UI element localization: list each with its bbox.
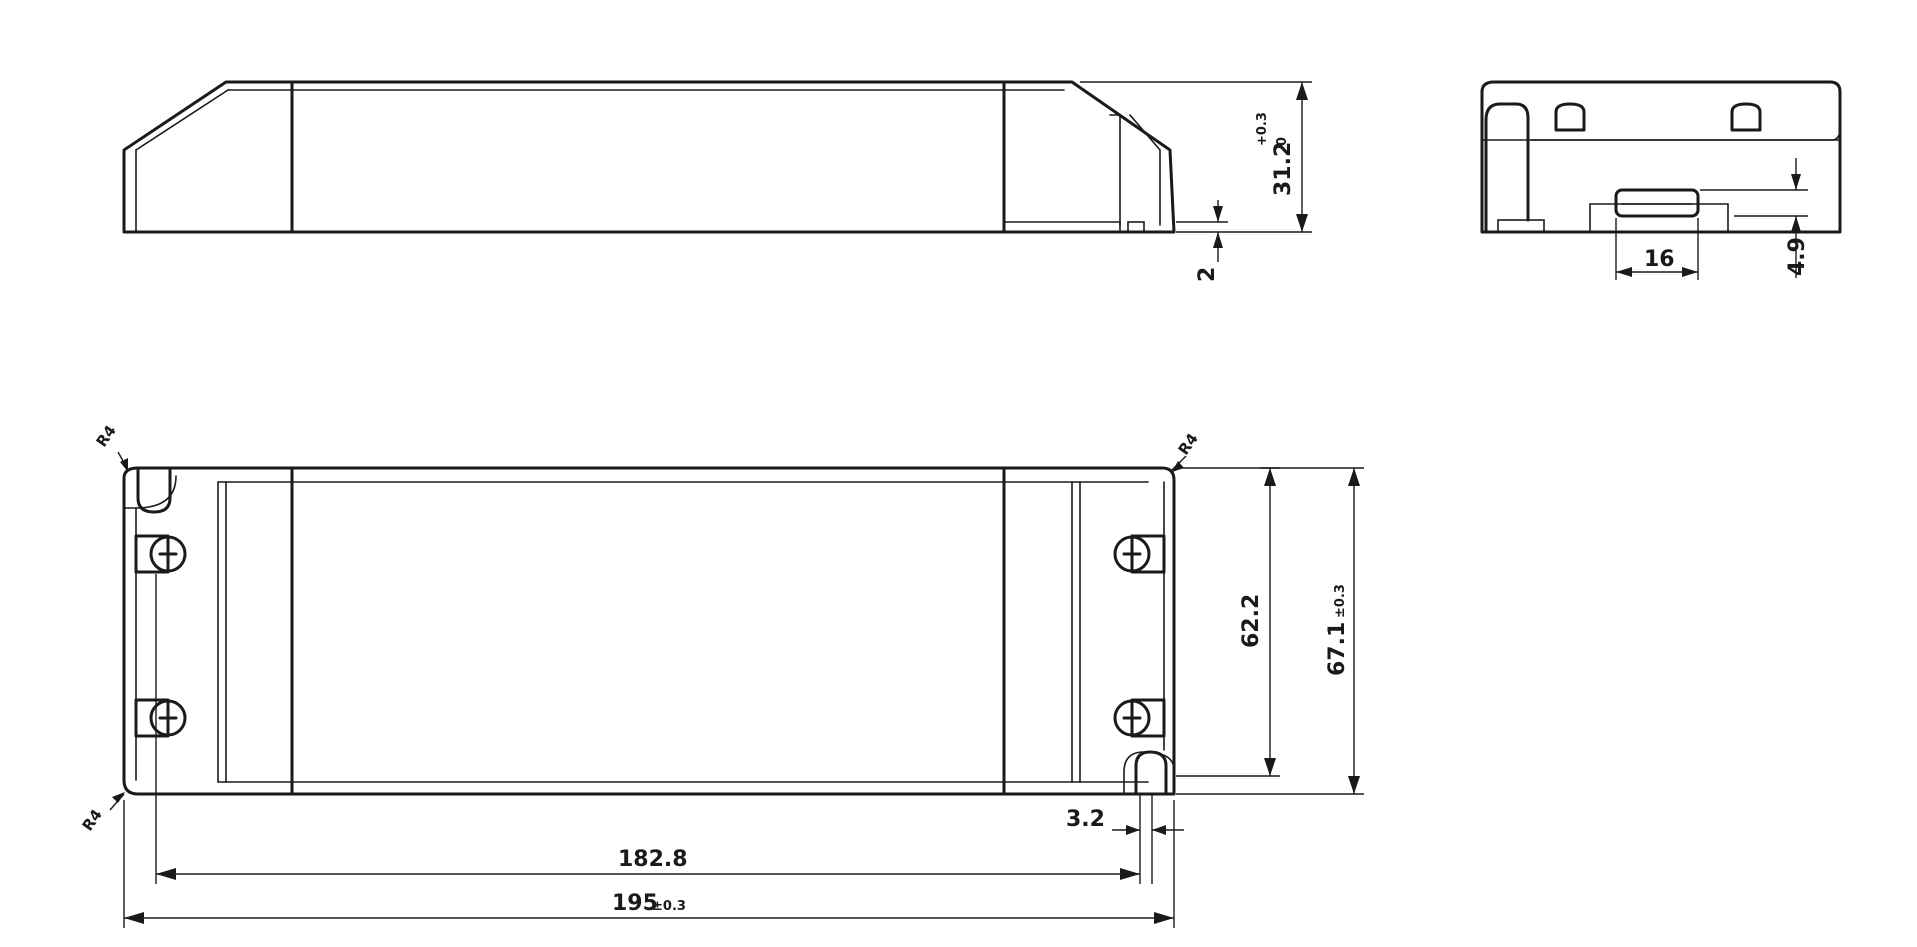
- end-width-dimension: 16: [1615, 218, 1699, 280]
- hole-span-value: 182.8: [618, 847, 688, 872]
- end-width-value: 16: [1644, 247, 1675, 272]
- radius-bl-label: R4: [79, 806, 106, 834]
- foot-value: 2: [1195, 267, 1220, 282]
- hole-tr: [1113, 534, 1166, 574]
- hole-br: [1113, 698, 1166, 738]
- overall-length-tol: ±0.3: [652, 899, 686, 914]
- hole-span-dimension: 182.8: [155, 574, 1140, 884]
- radius-callout-tl: R4: [93, 422, 129, 472]
- hole-tl: [134, 534, 187, 574]
- side-view: [122, 80, 1176, 234]
- side-height-value: 31.2: [1271, 142, 1296, 196]
- end-height-dimension: 4.9: [1700, 158, 1810, 278]
- overall-length-dimension: 195 ±0.3: [123, 800, 1175, 928]
- radius-tr-label: R4: [1175, 430, 1202, 458]
- outer-height-tol: ±0.3: [1333, 584, 1348, 618]
- radius-callout-tr: R4: [1171, 430, 1202, 472]
- radius-tl-label: R4: [93, 422, 120, 450]
- end-height-value: 4.9: [1785, 237, 1810, 276]
- slot-width-value: 3.2: [1066, 807, 1105, 832]
- overall-length-value: 195: [612, 891, 658, 916]
- slot-width-dimension: 3.2: [1066, 794, 1184, 884]
- outer-height-value: 67.1: [1325, 622, 1350, 676]
- inner-height-value: 62.2: [1239, 594, 1264, 648]
- side-height-dimension: 31.2 +0.3 0: [1080, 81, 1312, 233]
- foot-dimension: 2: [1176, 200, 1228, 282]
- end-view: [1480, 80, 1842, 234]
- side-height-tol-lower: 0: [1275, 137, 1290, 146]
- side-height-tol-upper: +0.3: [1255, 112, 1270, 146]
- outer-height-dimension: 67.1 ±0.3: [1176, 467, 1364, 795]
- top-view: [122, 466, 1176, 796]
- hole-bl: [134, 698, 187, 738]
- inner-height-dimension: 62.2: [1176, 467, 1280, 777]
- radius-callout-bl: R4: [79, 792, 125, 834]
